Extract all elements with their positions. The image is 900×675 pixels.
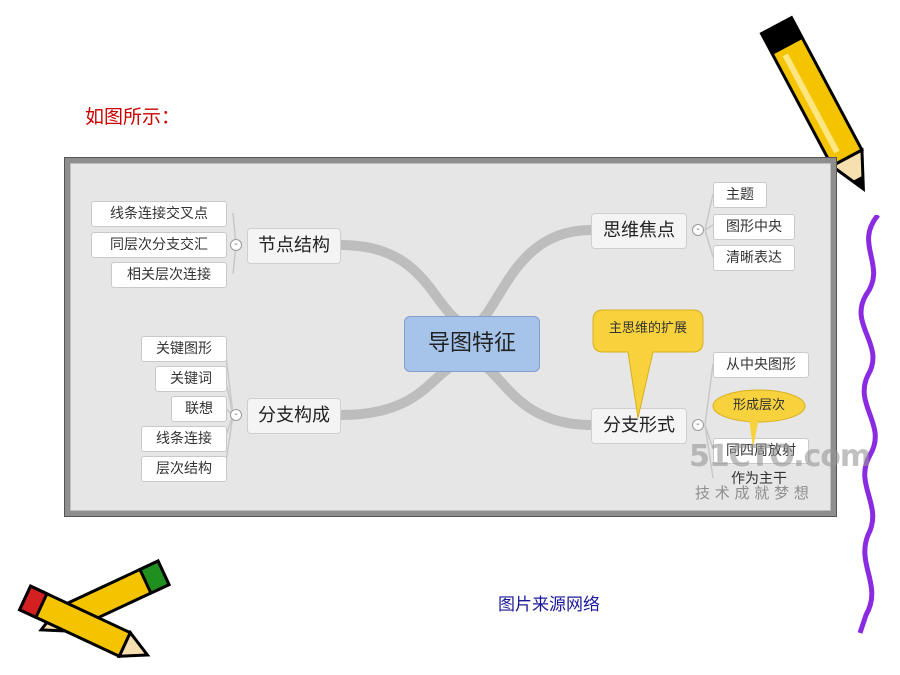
watermark-slogan: 技 术 成 就 梦 想 <box>695 484 809 502</box>
leaf-node: 关键词 <box>155 366 227 392</box>
leaf-node: 作为主干 <box>731 471 787 487</box>
leaf-node: 主题 <box>713 182 767 208</box>
leaf-node: 层次结构 <box>141 456 227 482</box>
pencil-icon <box>759 15 865 192</box>
branch-node-structure: 节点结构 <box>247 228 341 264</box>
squiggle-decoration <box>857 215 880 634</box>
branch-node-composition: 分支构成 <box>247 398 341 434</box>
leaf-node: 从中央图形 <box>713 352 809 378</box>
leaf-node: 图形中央 <box>713 214 795 240</box>
leaf-node: 线条连接 <box>141 426 227 452</box>
leaf-node: 关键图形 <box>141 336 227 362</box>
collapse-icon[interactable]: - <box>230 409 242 421</box>
callout-levels: 形成层次 <box>732 398 785 413</box>
crossed-pencils-icon <box>17 559 172 659</box>
collapse-icon[interactable]: - <box>692 419 704 431</box>
leaf-node: 联想 <box>171 396 227 422</box>
intro-text: 如图所示： <box>85 106 181 128</box>
leaf-node: 同四周放射 <box>713 438 809 464</box>
leaf-node: 相关层次连接 <box>111 262 227 288</box>
callout-expansion: 主思维的扩展 <box>608 321 687 336</box>
leaf-node: 线条连接交叉点 <box>91 201 227 227</box>
image-credit: 图片来源网络 <box>498 595 600 615</box>
mindmap-canvas: 导图特征 节点结构 - 线条连接交叉点 同层次分支交汇 相关层次连接 分支构成 … <box>70 163 871 511</box>
leaf-node: 同层次分支交汇 <box>91 232 227 258</box>
callout-bubble-shape <box>592 309 704 419</box>
collapse-icon[interactable]: - <box>692 224 704 236</box>
branch-node-focus: 思维焦点 <box>591 213 687 249</box>
watermark-logo: 51CTO.com <box>689 439 871 474</box>
leaf-node: 清晰表达 <box>713 245 795 271</box>
callout-bubble-shape <box>712 389 806 448</box>
collapse-icon[interactable]: - <box>230 239 242 251</box>
mindmap-image: 导图特征 节点结构 - 线条连接交叉点 同层次分支交汇 相关层次连接 分支构成 … <box>64 157 871 517</box>
center-node: 导图特征 <box>404 316 540 372</box>
